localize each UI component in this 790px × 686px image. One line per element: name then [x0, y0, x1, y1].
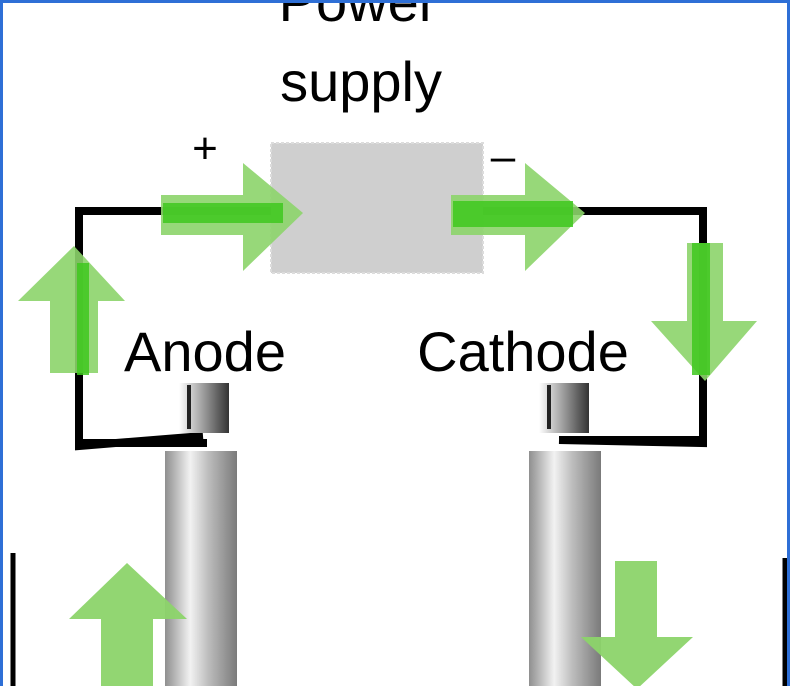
cathode-cap	[539, 383, 589, 433]
right-arrow-icon	[451, 163, 585, 271]
up-arrow-icon	[69, 563, 187, 686]
down-arrow-icon	[581, 561, 693, 686]
minus-sign: –	[491, 132, 516, 181]
up-arrow-icon	[18, 246, 125, 375]
anode-label: Anode	[124, 320, 286, 383]
power-supply-box	[270, 142, 484, 274]
right-arrow-icon	[161, 163, 303, 271]
anode-cap	[179, 383, 229, 433]
plus-sign: +	[192, 124, 218, 173]
circuit-diagram: Power supply + – Anode Cathode	[10, 3, 787, 686]
cathode-label: Cathode	[417, 320, 629, 383]
power-supply-title-line2: supply	[280, 50, 442, 113]
power-supply-title-line1: Power	[279, 3, 438, 33]
cathode-rod	[529, 451, 601, 686]
down-arrow-icon	[651, 243, 757, 381]
anode-rod	[165, 451, 237, 686]
